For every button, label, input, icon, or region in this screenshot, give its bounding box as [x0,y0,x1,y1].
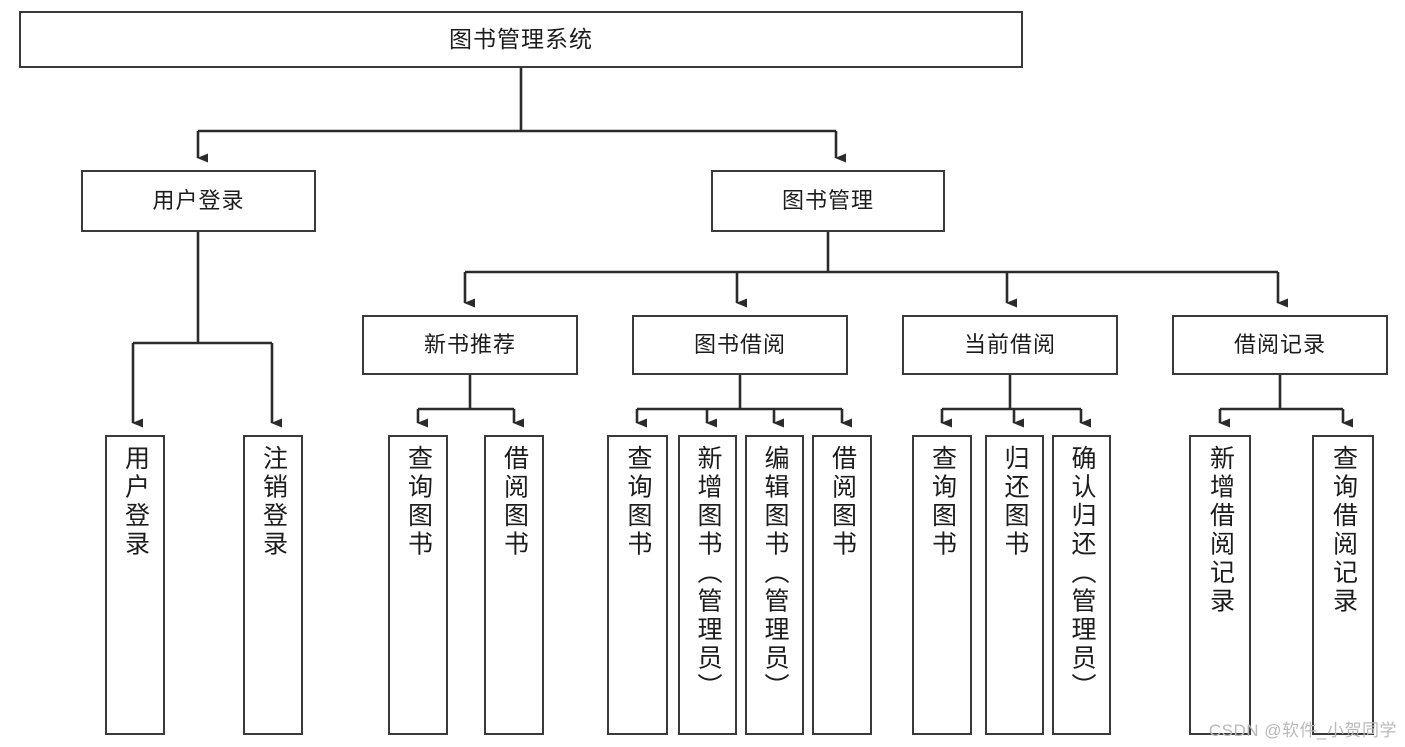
node-root-label: 图书管理系统 [449,25,593,52]
node-book-borrow[interactable]: 图书借阅 [632,315,848,375]
node-leaf-query-book-1-label: 查询图书 [404,445,433,559]
node-leaf-return-book[interactable]: 归还图书 [985,435,1044,735]
node-leaf-logout[interactable]: 注销登录 [243,435,303,735]
edge-newbook-to-leaves [416,375,524,428]
node-book-borrow-label: 图书借阅 [693,331,786,357]
node-borrow-record[interactable]: 借阅记录 [1172,315,1388,375]
node-leaf-confirm-return[interactable]: 确认归还（管理员） [1052,435,1111,735]
node-user-login[interactable]: 用户登录 [81,170,316,232]
node-leaf-return-book-label: 归还图书 [1001,445,1029,559]
node-leaf-logout-label: 注销登录 [259,445,288,559]
edge-root-to-level2 [196,68,846,163]
node-leaf-user-login[interactable]: 用户登录 [105,435,165,735]
node-leaf-query-book-3[interactable]: 查询图书 [912,435,972,735]
node-leaf-add-book[interactable]: 新增图书（管理员） [678,435,737,735]
node-leaf-borrow-book-1[interactable]: 借阅图书 [484,435,544,735]
node-book-manage[interactable]: 图书管理 [711,170,945,232]
node-borrow-record-label: 借阅记录 [1233,331,1326,357]
edge-bookborrow-to-leaves [635,375,852,428]
node-leaf-edit-book-label: 编辑图书（管理员） [761,445,789,702]
node-root[interactable]: 图书管理系统 [19,11,1023,68]
node-leaf-query-record[interactable]: 查询借阅记录 [1312,435,1374,735]
node-user-login-label: 用户登录 [152,187,245,213]
node-leaf-query-book-2[interactable]: 查询图书 [607,435,668,735]
node-leaf-add-record[interactable]: 新增借阅记录 [1189,435,1251,735]
node-leaf-borrow-book-2-label: 借阅图书 [828,445,857,559]
node-leaf-borrow-book-1-label: 借阅图书 [500,445,529,559]
node-current-borrow[interactable]: 当前借阅 [902,315,1118,375]
node-leaf-query-record-label: 查询借阅记录 [1329,445,1358,616]
node-new-book-recommend[interactable]: 新书推荐 [362,315,578,375]
node-leaf-query-book-3-label: 查询图书 [928,445,957,559]
edge-bookmanage-to-level3 [463,232,1288,308]
node-leaf-user-login-label: 用户登录 [121,445,150,559]
node-leaf-query-book-1[interactable]: 查询图书 [388,435,448,735]
node-leaf-query-book-2-label: 查询图书 [624,445,652,559]
edge-userlogin-to-leaves [131,232,282,428]
node-leaf-confirm-return-label: 确认归还（管理员） [1068,445,1096,702]
edge-currentborrow-to-leaves [940,375,1091,428]
node-current-borrow-label: 当前借阅 [963,331,1056,357]
edge-borrowrecord-to-leaves [1218,375,1353,428]
node-leaf-add-book-label: 新增图书（管理员） [694,445,722,702]
watermark: CSDN @软件_小贺同学 [1208,721,1397,740]
node-book-manage-label: 图书管理 [781,187,874,213]
node-leaf-borrow-book-2[interactable]: 借阅图书 [812,435,872,735]
node-leaf-add-record-label: 新增借阅记录 [1206,445,1235,616]
node-leaf-edit-book[interactable]: 编辑图书（管理员） [745,435,804,735]
node-new-book-recommend-label: 新书推荐 [423,331,516,357]
